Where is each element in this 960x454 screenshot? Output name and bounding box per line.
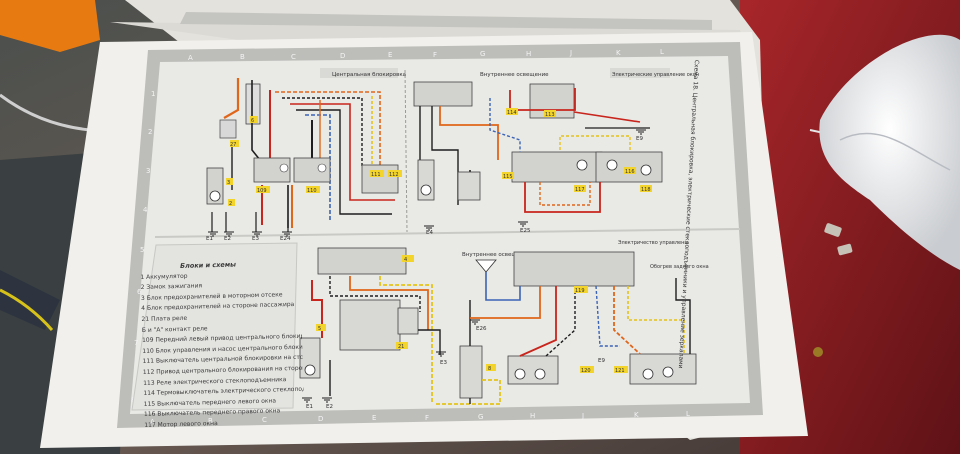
col-letter: A — [150, 418, 155, 426]
component-number: 113 — [545, 112, 555, 118]
legend: Блоки и схемы 1 Аккумулятор 2 Замок зажи… — [140, 258, 304, 432]
col-letter: E — [388, 51, 392, 59]
mirror-schematic: Внутреннее освещение Электричество управ… — [436, 240, 709, 405]
col-letter: B — [240, 53, 245, 61]
orange-object — [0, 0, 100, 52]
row-number: 5 — [140, 246, 144, 254]
section-header: Внутреннее освещение — [462, 252, 531, 258]
plastic-bag — [819, 34, 960, 271]
component-number: 3 — [227, 180, 230, 186]
legend-box — [131, 242, 298, 411]
component-number: 4 — [404, 257, 407, 263]
ground-label: E25 — [520, 228, 531, 234]
component-number: 120 — [581, 368, 591, 374]
ground-label: E4 — [426, 230, 433, 236]
col-letter: D — [318, 415, 323, 423]
relay-schematic: 4 5 21 E3 E1 E2 — [299, 247, 447, 410]
section-header: Электричество управлены — [618, 240, 688, 246]
col-letter: D — [340, 52, 345, 60]
column-letters-top: A B C D E F G H J K L — [188, 48, 664, 62]
col-letter: L — [660, 48, 664, 56]
col-letter: K — [616, 49, 621, 57]
central-locking-schematic: Центральная блокировка 6 27 3 2 — [206, 68, 406, 242]
component-number: 2 — [229, 201, 232, 207]
component-number: 8 — [488, 366, 491, 372]
dark-tool — [0, 270, 60, 330]
ground-label: E24 — [280, 236, 291, 242]
yellow-cable — [0, 288, 54, 331]
col-letter: J — [581, 412, 584, 420]
ground-label: E2 — [224, 236, 231, 242]
component-number: 119 — [575, 288, 585, 294]
col-letter: A — [188, 54, 193, 62]
col-letter: G — [480, 50, 485, 58]
section-header: Внутреннее освещение — [480, 72, 549, 78]
column-letters-bottom: A B C D E F G H J K L — [150, 410, 690, 426]
ground-symbols — [208, 129, 646, 403]
col-letter: F — [433, 51, 437, 59]
ground-label: E3 — [252, 236, 259, 242]
col-letter: J — [569, 49, 572, 57]
connector-plug — [824, 223, 842, 237]
ground-label: E3 — [440, 360, 447, 366]
col-letter: L — [686, 410, 690, 418]
col-letter: H — [530, 412, 535, 420]
bolt — [813, 347, 823, 357]
row-number: 1 — [151, 90, 155, 98]
ground-label: E9 — [598, 358, 605, 364]
component-number: 117 — [575, 187, 585, 193]
white-cable — [0, 93, 91, 132]
ground-label: E2 — [326, 404, 333, 410]
component-number: 21 — [398, 344, 404, 350]
col-letter: H — [526, 50, 531, 58]
section-header: Центральная блокировка — [332, 72, 406, 78]
component-number: 114 — [507, 110, 517, 116]
row-number: 3 — [146, 167, 150, 175]
col-letter: B — [208, 417, 213, 425]
col-letter: F — [425, 414, 429, 422]
component-number: 110 — [307, 188, 317, 194]
ground-label: E26 — [476, 326, 487, 332]
component-number: 116 — [625, 169, 635, 175]
col-letter: C — [291, 53, 296, 61]
row-number: 6 — [137, 288, 142, 296]
col-letter: K — [634, 411, 639, 419]
row-number: 7 — [134, 339, 138, 347]
ground-label: E1 — [206, 236, 213, 242]
section-header: Электрические управление окон — [612, 72, 699, 78]
ground-label: E1 — [306, 404, 313, 410]
component-number: 109 — [257, 188, 267, 194]
component-number: 27 — [230, 142, 236, 148]
component-number: 121 — [615, 368, 625, 374]
component-number: 118 — [641, 187, 651, 193]
window-control-schematic: Внутреннее освещение Электрические управ… — [413, 68, 699, 236]
component-number: 115 — [503, 174, 513, 180]
component-number: 5 — [318, 326, 321, 332]
component-number: 112 — [389, 172, 399, 178]
col-letter: E — [372, 414, 376, 422]
component-number: 6 — [251, 118, 254, 124]
section-header: Обогрев заднего окна — [650, 264, 709, 270]
component-number: 111 — [371, 172, 381, 178]
col-letter: C — [262, 416, 267, 424]
ground-label: E9 — [636, 136, 643, 142]
row-number: 4 — [143, 206, 148, 214]
col-letter: G — [478, 413, 483, 421]
row-number: 2 — [148, 128, 152, 136]
